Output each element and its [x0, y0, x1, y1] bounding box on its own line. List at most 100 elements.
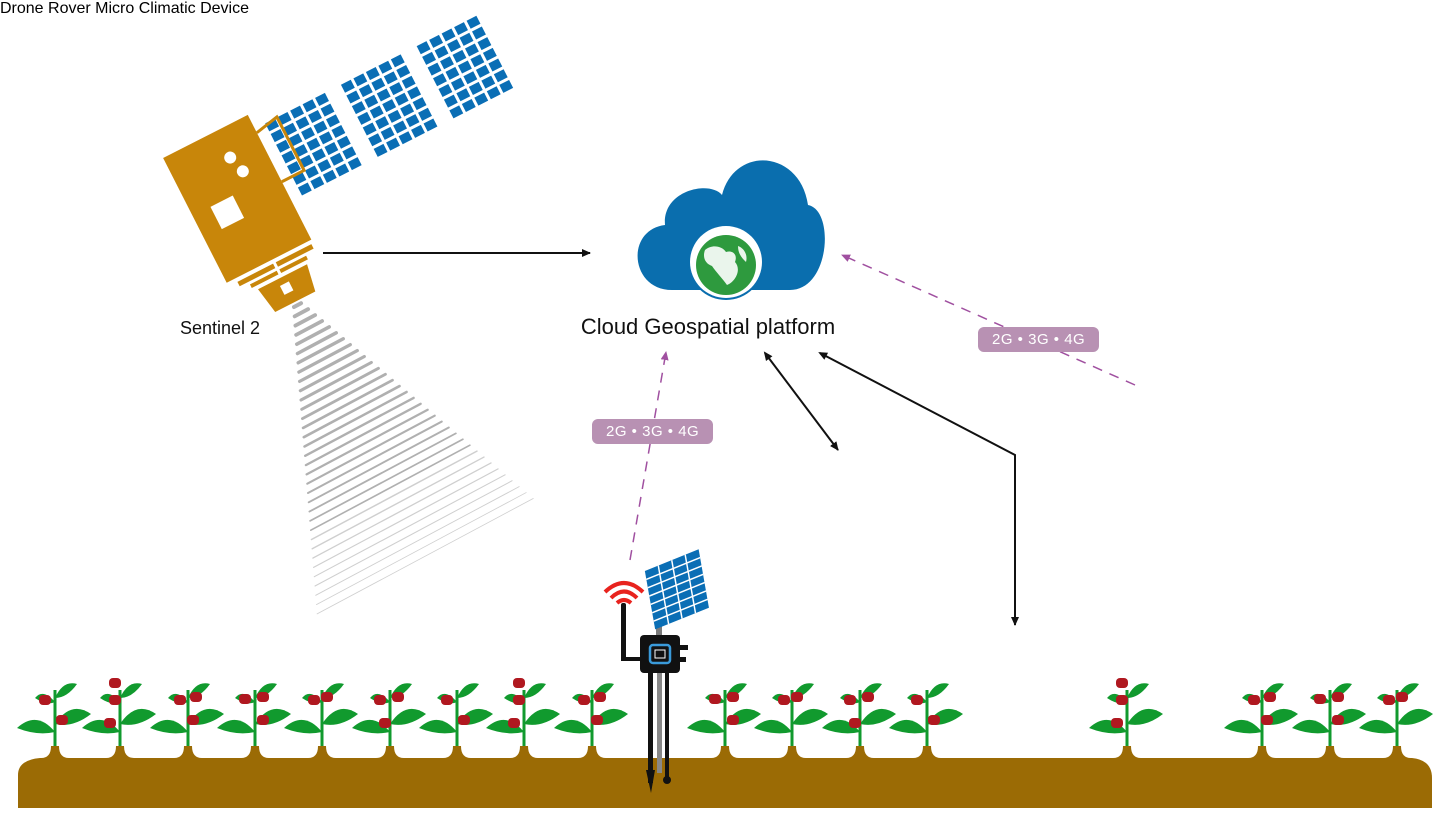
beam-line: [300, 366, 380, 411]
solar-cell: [390, 54, 405, 68]
solar-cell: [317, 159, 332, 173]
link-field-sensor-cloud: [629, 351, 669, 561]
fruit: [39, 695, 51, 705]
solar-cell: [308, 109, 322, 123]
plant: [284, 683, 358, 758]
solar-cell: [456, 88, 471, 102]
fruit: [578, 695, 590, 705]
solar-cell: [477, 37, 492, 51]
beam-line: [309, 438, 464, 522]
beam-line: [315, 492, 527, 605]
solar-cell: [416, 41, 431, 55]
network-badge-weather-station: 2G • 3G • 4G: [978, 327, 1100, 352]
link-cloud-rover: [818, 352, 1019, 626]
solar-cell: [407, 86, 422, 100]
fruit: [1314, 694, 1326, 704]
beam-line: [306, 414, 436, 485]
beam-line: [303, 390, 408, 448]
fruit: [308, 695, 320, 705]
solar-cell: [466, 15, 481, 29]
fruit: [778, 695, 790, 705]
fruit: [239, 694, 251, 704]
solar-cell: [318, 131, 333, 145]
fruit: [104, 718, 116, 728]
plant: [1292, 683, 1366, 758]
solar-cell: [389, 82, 404, 96]
solar-cell: [434, 45, 449, 59]
solar-cell: [346, 90, 361, 104]
solar-cell: [365, 67, 380, 81]
drone-label: Drone: [0, 0, 44, 17]
fruit: [911, 695, 923, 705]
solar-cell: [474, 92, 489, 106]
plant: [1089, 678, 1163, 758]
fruit: [1116, 678, 1128, 688]
fruit: [321, 692, 333, 702]
beam-line: [299, 360, 373, 402]
satellite-scan-beam: [292, 301, 534, 615]
solar-cell: [461, 98, 476, 112]
beam-line: [308, 432, 457, 513]
plant: [554, 683, 628, 758]
link-weather-station-cloud: [841, 254, 1136, 386]
link-cloud-drone: [763, 351, 839, 451]
solar-cell: [450, 77, 465, 91]
solar-cell: [440, 56, 454, 70]
solar-cell: [481, 75, 496, 89]
solar-cell: [368, 133, 383, 147]
satellite-icon: [163, 15, 534, 615]
solar-cell: [441, 28, 456, 42]
solar-cell: [443, 94, 458, 108]
solar-cell: [396, 65, 411, 79]
beam-line: [316, 498, 534, 615]
solar-cell: [375, 116, 390, 130]
beam-line: [304, 396, 415, 457]
solar-cell: [449, 105, 464, 119]
beam-line: [298, 348, 359, 383]
beam-line: [292, 307, 311, 319]
solar-cell: [463, 71, 478, 85]
solar-cell: [405, 114, 420, 128]
plant: [82, 678, 156, 758]
solar-cell: [499, 79, 514, 93]
fruit: [791, 692, 803, 702]
solar-cell: [394, 92, 409, 106]
solar-cell: [468, 81, 483, 95]
network-badge-field-sensor: 2G • 3G • 4G: [592, 419, 714, 444]
plant: [687, 683, 761, 758]
solar-cell: [325, 114, 340, 128]
solar-cell: [371, 77, 386, 91]
solar-cell: [277, 112, 292, 126]
solar-cell: [398, 131, 413, 145]
beam-line: [300, 372, 387, 421]
fruit: [190, 692, 202, 702]
micro-climatic-label-line2: Device: [200, 0, 249, 17]
plant-row: [17, 678, 1433, 758]
beam-line: [314, 480, 513, 587]
fruit: [1261, 715, 1273, 725]
solar-cell: [475, 64, 490, 78]
solar-cell: [447, 39, 461, 53]
solar-cell: [297, 182, 312, 196]
satellite-solar-panels: [265, 15, 514, 196]
solar-cell: [335, 163, 350, 177]
fruit: [727, 692, 739, 702]
solar-cell: [488, 58, 503, 72]
solar-cell: [383, 71, 398, 85]
solar-cell: [304, 165, 319, 179]
fruit: [1383, 695, 1395, 705]
fruit: [1248, 695, 1260, 705]
solar-cell: [457, 60, 472, 74]
beam-line: [310, 450, 478, 541]
beam-line: [302, 384, 401, 439]
solar-cell: [400, 103, 415, 117]
solar-cell: [329, 152, 344, 166]
solar-cell: [411, 124, 425, 138]
solar-cell: [286, 161, 301, 175]
plant: [419, 683, 493, 758]
solar-cell: [376, 88, 391, 102]
solar-cell: [429, 34, 444, 48]
solar-cell: [315, 92, 329, 106]
solar-cell: [373, 143, 388, 157]
